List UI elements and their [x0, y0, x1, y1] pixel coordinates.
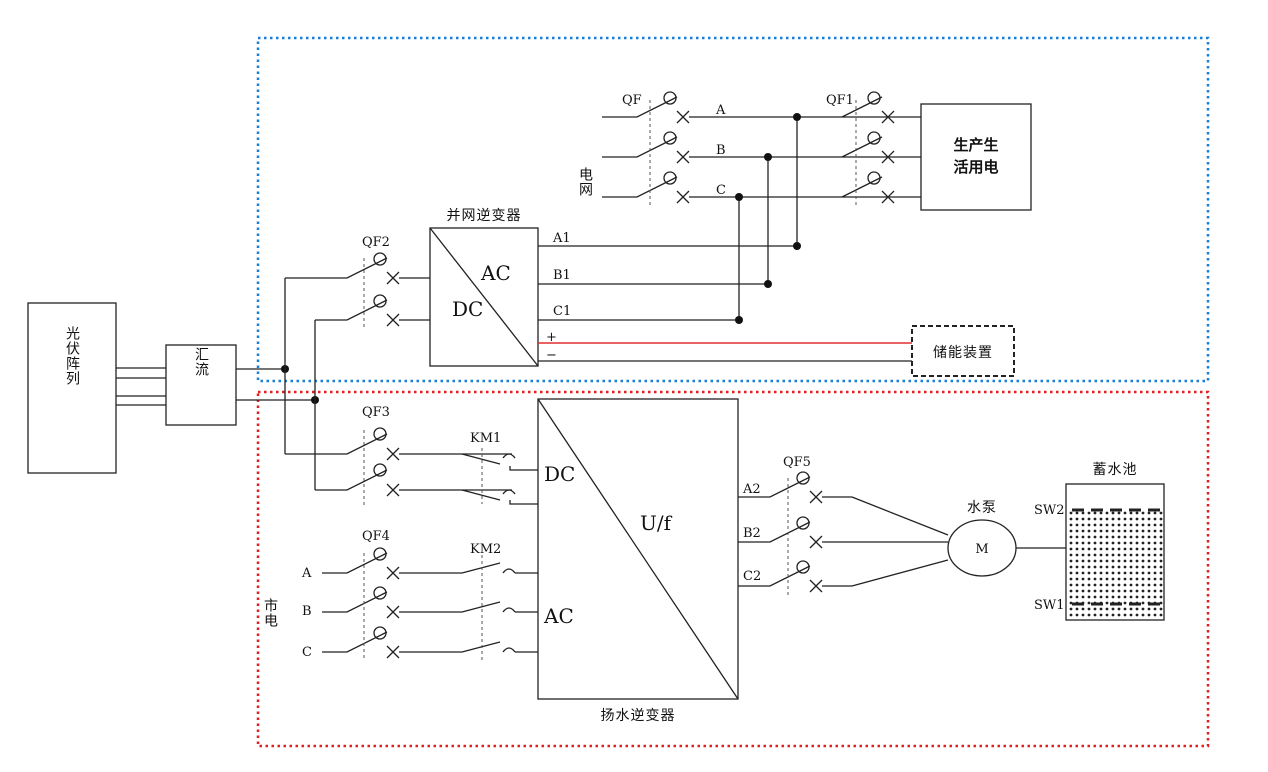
grid-phase-c-label: C	[716, 183, 726, 198]
grid-inverter-label: 并网逆变器	[447, 208, 522, 224]
grid-inverter: AC DC	[429, 227, 539, 367]
storage-label: 储能装置	[933, 345, 993, 361]
dc-minus-label: −	[546, 348, 557, 363]
combiner-box: 汇流	[165, 344, 237, 426]
sw1-label: SW1	[1034, 598, 1065, 613]
pump-inverter-label: 扬水逆变器	[601, 708, 676, 724]
qf4-label: QF4	[362, 529, 390, 544]
production-living-load: 生产生 活用电	[920, 103, 1032, 211]
phase-c1-label: C1	[553, 304, 571, 319]
pump-motor: M	[947, 519, 1017, 577]
mains-phase-b-label: B	[302, 604, 312, 619]
motor-label: M	[975, 542, 988, 557]
storage-device: 储能装置	[911, 325, 1015, 377]
pump-inverter: DC AC U/f	[537, 398, 739, 700]
km2-label: KM2	[470, 542, 501, 557]
pump-label: 水泵	[967, 500, 997, 516]
grid-label: 电网	[577, 167, 593, 197]
pump-zone-frame	[256, 390, 1210, 748]
phase-b1-label: B1	[553, 268, 571, 283]
tank-label: 蓄水池	[1093, 462, 1138, 478]
mains-phase-a-label: A	[301, 566, 312, 581]
pump-phase-b2-label: B2	[743, 526, 761, 541]
load-label-line2: 活用电	[953, 158, 998, 176]
pump-phase-a2-label: A2	[742, 482, 761, 497]
pump-phase-c2-label: C2	[743, 569, 761, 584]
grid-inverter-dc: DC	[452, 297, 483, 321]
qf5-label: QF5	[783, 455, 811, 470]
grid-phase-b-label: B	[716, 143, 726, 158]
qf1-label: QF1	[826, 93, 854, 108]
pump-inverter-dc: DC	[544, 462, 575, 486]
qf2-label: QF2	[362, 235, 390, 250]
pump-inverter-uf: U/f	[640, 511, 673, 535]
grid-zone-frame	[256, 36, 1210, 383]
km1-label: KM1	[470, 431, 501, 446]
pv-array-label: 光伏阵列	[64, 326, 80, 386]
grid-phase-a-label: A	[715, 103, 726, 118]
sw2-label: SW2	[1034, 503, 1065, 518]
water-tank	[1065, 483, 1165, 621]
grid-inverter-ac: AC	[480, 261, 511, 285]
pv-array: 光伏阵列	[27, 302, 117, 474]
mains-label: 市电	[262, 597, 278, 628]
pump-inverter-ac: AC	[543, 604, 574, 628]
qf-label: QF	[622, 93, 642, 108]
combiner-label: 汇流	[193, 347, 209, 377]
mains-phase-c-label: C	[302, 645, 312, 660]
load-label-line1: 生产生	[953, 136, 998, 154]
qf3-label: QF3	[362, 405, 390, 420]
phase-a1-label: A1	[552, 231, 571, 246]
dc-plus-label: +	[546, 330, 557, 345]
